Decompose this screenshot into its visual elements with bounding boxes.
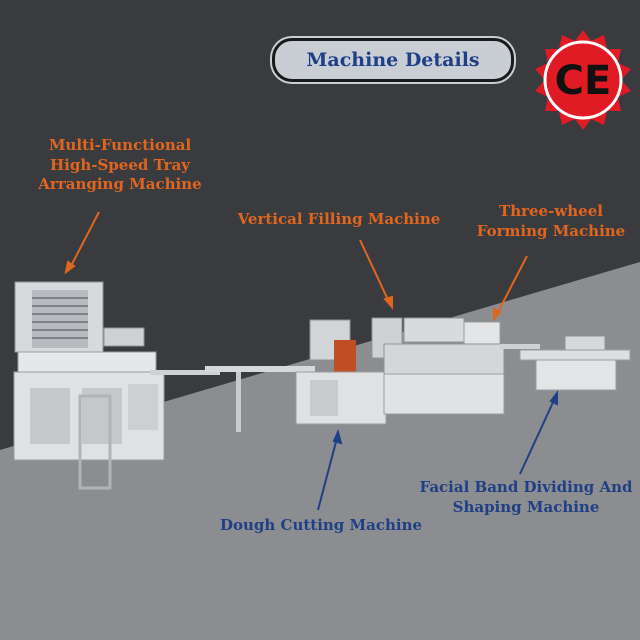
title-pill: Machine Details xyxy=(272,38,514,82)
label-line: Shaping Machine xyxy=(452,497,600,516)
label-line: Forming Machine xyxy=(476,221,626,240)
filling-machine-image xyxy=(295,317,403,425)
label-line: Facial Band Dividing And xyxy=(419,478,633,496)
label-vertical-filling: Vertical Filling Machine xyxy=(237,210,441,228)
label-three-wheel: Three-wheel Forming Machine xyxy=(466,202,636,241)
label-tray-arranging: Multi-Functional High-Speed Tray Arrangi… xyxy=(20,136,220,195)
label-line: Three-wheel xyxy=(499,202,603,220)
label-dough-cutting: Dough Cutting Machine xyxy=(219,516,423,534)
orange-arrows xyxy=(64,211,528,322)
label-facial-band: Facial Band Dividing And Shaping Machine xyxy=(412,478,640,517)
dividing-machine-image xyxy=(519,335,631,391)
ce-mark-icon: CE xyxy=(535,30,631,130)
label-line: High-Speed Tray xyxy=(49,155,191,174)
forming-machine-image xyxy=(383,317,540,415)
conveyor-image xyxy=(205,366,315,432)
blue-arrows xyxy=(317,390,558,511)
page-title: Machine Details xyxy=(306,49,480,71)
label-line: Arranging Machine xyxy=(38,175,202,193)
tray-arranging-machine-image xyxy=(13,281,220,490)
ce-mark-text: CE xyxy=(555,58,612,104)
label-line: Multi-Functional xyxy=(48,136,192,154)
